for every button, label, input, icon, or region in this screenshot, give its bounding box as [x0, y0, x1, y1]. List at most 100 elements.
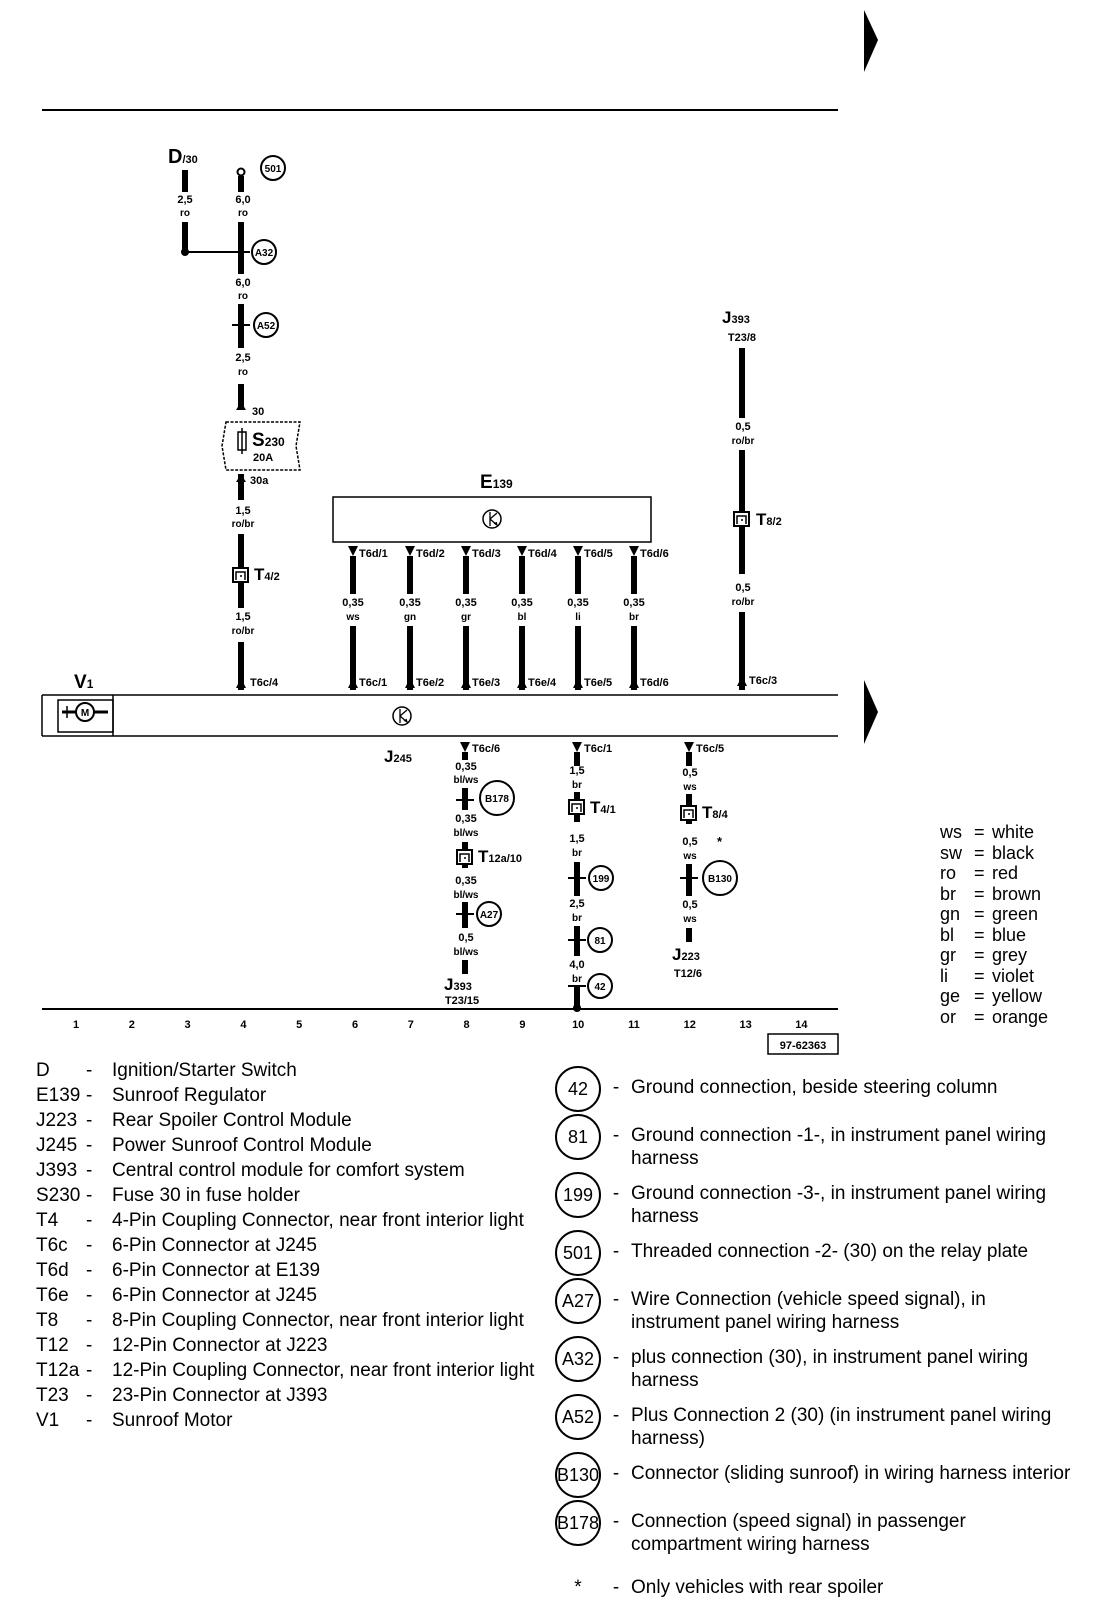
- column-number: 10: [572, 1019, 584, 1031]
- a32-wire-color: ro: [238, 291, 248, 302]
- c12-wire-3: [686, 864, 692, 896]
- color-code-name: brown: [992, 883, 1042, 904]
- column-number: 1: [73, 1019, 79, 1031]
- color-code-equals: =: [974, 822, 985, 842]
- ground-legend-row: A27-Wire Connection (vehicle speed signa…: [555, 1278, 1075, 1334]
- e139-electronic-icon-glyph: [489, 512, 499, 527]
- legend-description: 12-Pin Connector at J223: [112, 1335, 328, 1356]
- column-number: 13: [739, 1019, 751, 1031]
- t82-wire-size: 0,5: [735, 582, 750, 594]
- j393t-wire-color: ro/br: [732, 436, 755, 447]
- c8-color-1: bl/ws: [453, 775, 478, 786]
- legend-row: J245-Power Sunroof Control Module: [36, 1133, 556, 1158]
- e139-wire-2-j245-pin: T6e/2: [416, 677, 444, 689]
- j393-top-pin: T23/8: [728, 332, 756, 344]
- s230-pin-out: 30a: [250, 475, 269, 487]
- ground-marker-circle: B178: [555, 1500, 601, 1546]
- legend-description: Central control module for comfort syste…: [112, 1160, 465, 1181]
- e139-wire-2-lower: [407, 626, 413, 690]
- legend-description: Power Sunroof Control Module: [112, 1135, 372, 1156]
- v1-label: V1: [74, 672, 94, 693]
- ground-legend-description: Ground connection, beside steering colum…: [631, 1077, 998, 1098]
- legend-dash: -: [86, 1385, 93, 1406]
- marker-81: [587, 927, 613, 953]
- legend-dash: -: [86, 1285, 93, 1306]
- e139-wire-5-lower: [575, 626, 581, 690]
- legend-row: S230-Fuse 30 in fuse holder: [36, 1183, 556, 1208]
- ground-legend-dash: -: [612, 1183, 620, 1204]
- main-wire-t6c4: [238, 642, 244, 690]
- footnote-dash: -: [612, 1577, 620, 1598]
- legend-code: S230: [36, 1185, 81, 1206]
- c10-size-1: 1,5: [569, 765, 584, 777]
- e139-wire-6-j245-pin: T6d/6: [640, 677, 669, 689]
- e139-wire-1-upper: [350, 556, 356, 594]
- legend-row: E139-Sunroof Regulator: [36, 1083, 556, 1108]
- e139-wire-1-color: ws: [345, 612, 360, 623]
- c12-size-3: 0,5: [682, 899, 697, 911]
- e139-wire-6-bottom-arrow-icon: [629, 678, 639, 688]
- legend-dash: -: [86, 1110, 93, 1131]
- a52-wire-color: ro: [238, 367, 248, 378]
- legend-code: J245: [36, 1135, 78, 1156]
- legend-description: 8-Pin Coupling Connector, near front int…: [112, 1310, 524, 1331]
- color-code-equals: =: [974, 1006, 985, 1027]
- e139-wire-2-size: 0,35: [399, 597, 420, 609]
- t6c4-label: T6c/4: [250, 677, 279, 689]
- ground-legend-dash: -: [612, 1289, 620, 1310]
- c12-size-1: 0,5: [682, 767, 697, 779]
- color-code-abbr: or: [940, 1006, 957, 1027]
- ground-legend-dash: -: [612, 1241, 620, 1262]
- legend-dash: -: [86, 1210, 93, 1231]
- e139-wire-2-color: gn: [404, 612, 416, 623]
- connector-t41-label: T4/1: [590, 798, 616, 817]
- e139-wire-5-upper: [575, 556, 581, 594]
- marker-a32-text: A32: [255, 248, 274, 259]
- j393-top-label: J393: [722, 308, 750, 327]
- e139-wire-1-pin: T6d/1: [359, 548, 388, 560]
- color-code-name: white: [992, 822, 1035, 842]
- ground-legend-description: Ground connection -1-, in instrument pan…: [631, 1125, 1047, 1169]
- reference-number: 97-62363: [780, 1040, 827, 1052]
- legend-dash: -: [86, 1260, 93, 1281]
- t6c1b-arrow-icon: [572, 742, 582, 752]
- ground-legend-description: Threaded connection -2- (30) on the rela…: [631, 1241, 1029, 1262]
- connector-t82-label: T8/2: [756, 510, 782, 529]
- connector-t42-icon-inner: [235, 571, 246, 580]
- c10-color-4: br: [572, 974, 582, 985]
- c8-wire-5: [462, 960, 468, 974]
- s230-out-wire-size: 1,5: [235, 505, 250, 517]
- c12-star: *: [717, 834, 723, 849]
- ground-legend-row: B178-Connection (speed signal) in passen…: [555, 1500, 1075, 1556]
- marker-a52: [253, 312, 279, 338]
- color-code-row: br=brown: [940, 884, 1048, 905]
- ground-marker-circle: A52: [555, 1394, 601, 1440]
- fuse-s230-rating: 20A: [253, 452, 273, 464]
- t42-wire-size: 1,5: [235, 611, 250, 623]
- c8-color-4: bl/ws: [453, 947, 478, 958]
- page-arrow-mid-icon[interactable]: [864, 680, 878, 744]
- legend-dash: -: [86, 1360, 93, 1381]
- legend-description: 12-Pin Coupling Connector, near front in…: [112, 1360, 535, 1381]
- legend-dash: -: [86, 1235, 93, 1256]
- column-number: 5: [296, 1019, 302, 1031]
- marker-501-text: 501: [265, 164, 282, 175]
- legend-row: T6c-6-Pin Connector at J245: [36, 1233, 556, 1258]
- marker-81-text: 81: [594, 936, 606, 947]
- ground-marker-circle: 501: [555, 1230, 601, 1276]
- c8-color-3: bl/ws: [453, 890, 478, 901]
- legend-description: 23-Pin Connector at J393: [112, 1385, 328, 1406]
- e139-wire-4-bottom-arrow-icon: [517, 678, 527, 688]
- c10-color-2: br: [572, 848, 582, 859]
- legend-code: T8: [36, 1310, 59, 1331]
- t6c5-arrow-icon: [684, 742, 694, 752]
- e139-wire-5-color: li: [575, 612, 581, 623]
- column-number: 4: [240, 1019, 247, 1031]
- d30-wire-color: ro: [180, 208, 190, 219]
- e139-wire-3-pin: T6d/3: [472, 548, 501, 560]
- column-number: 3: [185, 1019, 191, 1031]
- connector-t84-label: T8/4: [702, 803, 729, 822]
- d30-label: D/30: [168, 146, 198, 168]
- page-arrow-top-icon[interactable]: [864, 10, 878, 72]
